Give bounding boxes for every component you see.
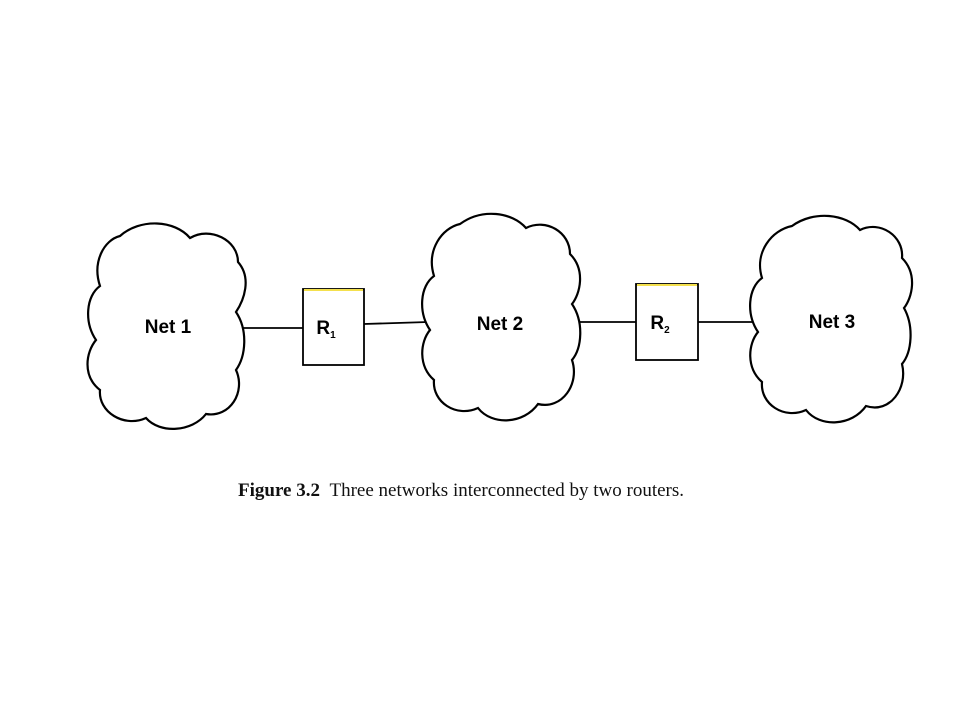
figure-number: Figure 3.2 — [238, 480, 320, 501]
svg-text:R1: R1 — [316, 318, 336, 341]
net-2-label: Net 2 — [477, 314, 523, 335]
net-3-label: Net 3 — [809, 312, 855, 333]
router-2: R2 — [635, 283, 699, 361]
cloud-net-1: Net 1 — [86, 222, 247, 430]
router-1-box — [302, 288, 365, 366]
router-2-letter: R — [650, 313, 664, 334]
cloud-net-2: Net 2 — [421, 212, 582, 422]
router-2-box — [635, 283, 699, 361]
svg-text:R2: R2 — [650, 313, 670, 336]
cloud-net-3: Net 3 — [749, 214, 914, 424]
figure-caption-text: Three networks interconnected by two rou… — [329, 480, 685, 501]
router-1-subscript: 1 — [330, 330, 336, 341]
router-1: R1 — [302, 288, 365, 366]
figure-caption: Figure 3.2 Three networks interconnected… — [238, 480, 798, 502]
router-1-letter: R — [316, 318, 330, 339]
net-1-label: Net 1 — [145, 317, 192, 338]
link-r1-net2 — [363, 321, 429, 325]
router-2-subscript: 2 — [664, 325, 670, 336]
